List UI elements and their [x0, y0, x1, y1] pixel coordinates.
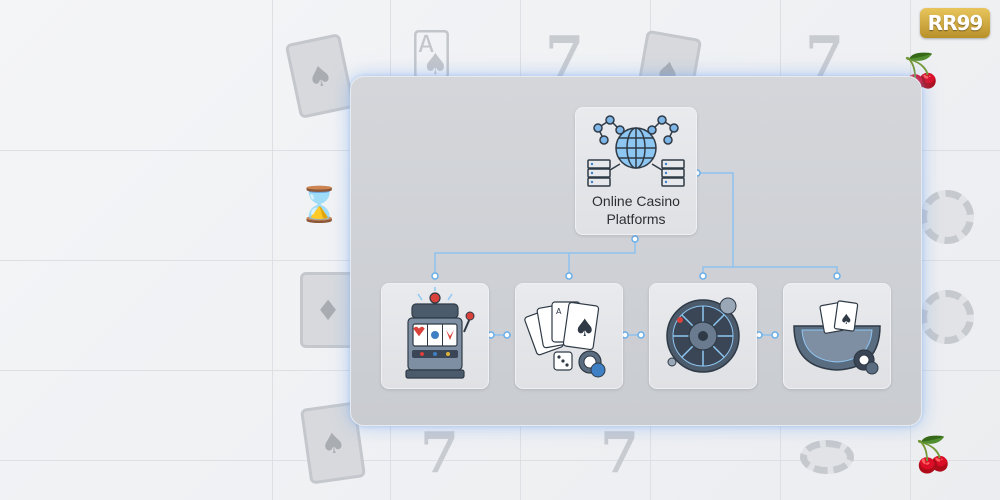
svg-text:♠: ♠ — [840, 312, 853, 328]
background-hourglass-icon: ⌛ — [298, 185, 341, 225]
child-node-blackjack-table: ♠ — [783, 283, 891, 389]
background-seven-icon: 7 — [420, 420, 459, 486]
slot-machine-icon — [405, 287, 475, 379]
background-cherry-icon: 🍒 — [912, 435, 955, 475]
svg-text:A: A — [556, 307, 562, 316]
brand-logo: RR99 — [920, 8, 990, 38]
diagram-panel: Online Casino Platforms — [350, 76, 922, 426]
background-chip-icon — [920, 190, 974, 244]
background-ace-diamond-icon: ♦ — [300, 272, 356, 348]
connector-lines — [431, 169, 841, 339]
background-chip-icon — [800, 440, 854, 474]
background-fan-cards-icon: 🂡 — [410, 30, 453, 79]
roulette-wheel-icon — [666, 297, 740, 373]
background-chip-stack-icon — [920, 290, 974, 344]
cards-dice-chips-icon: ♠ A — [524, 301, 606, 378]
root-node-online-casino-platforms: Online Casino Platforms — [575, 107, 697, 235]
background-seven-icon: 7 — [600, 420, 639, 486]
globe-network-icon — [587, 115, 685, 187]
root-node-label-line1: Online Casino — [592, 193, 680, 209]
child-node-cards-dice-chips: ♠ A — [515, 283, 623, 389]
child-node-roulette — [649, 283, 757, 389]
root-node-label: Online Casino Platforms — [576, 192, 696, 228]
root-node-label-line2: Platforms — [606, 211, 666, 227]
blackjack-table-icon: ♠ — [793, 300, 881, 375]
child-node-slot-machine — [381, 283, 489, 389]
svg-text:♠: ♠ — [574, 314, 596, 342]
